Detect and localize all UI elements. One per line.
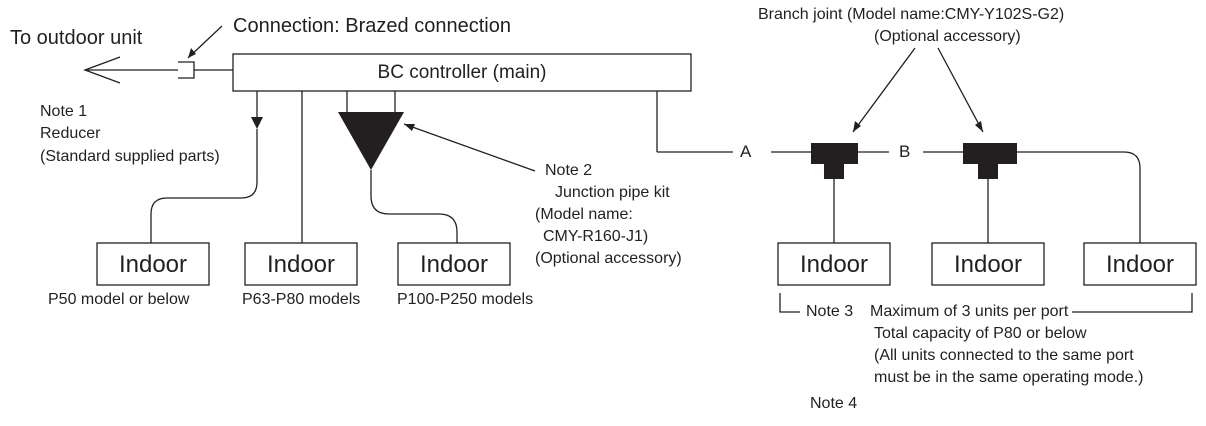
branch-joint-1-icon xyxy=(811,143,858,179)
indoor-unit-1-box xyxy=(96,242,210,286)
note3-line3: (All units connected to the same port xyxy=(874,347,1134,364)
junction-kit-label: Junction pipe kit xyxy=(555,184,670,201)
indoor-unit-3-model: P100-P250 models xyxy=(397,291,534,308)
brazed-connection-fitting xyxy=(178,61,233,79)
pipe-b-label: B xyxy=(899,142,911,161)
indoor-unit-5-box xyxy=(931,242,1045,286)
indoor-unit-2-box xyxy=(244,242,358,286)
note3-bracket xyxy=(779,293,1193,313)
port-1-pipe xyxy=(150,91,263,243)
to-outdoor-unit-label: To outdoor unit xyxy=(10,27,143,49)
port-3-4-pipe xyxy=(338,91,458,243)
junction-pipe-kit-icon xyxy=(338,112,404,170)
bc-controller-label: BC controller (main) xyxy=(377,62,547,83)
note2-label: Note 2 xyxy=(545,162,593,179)
indoor-unit-6-label: Indoor xyxy=(1105,251,1175,278)
junction-optional-label: (Optional accessory) xyxy=(535,250,682,267)
junction-model: CMY-R160-J1) xyxy=(543,228,649,245)
indoor-unit-4-box xyxy=(777,242,891,286)
branch-joint-leaders xyxy=(852,47,984,133)
indoor-unit-5-label: Indoor xyxy=(953,251,1023,278)
branch-joint-2-icon xyxy=(963,143,1017,179)
reducer-parts-label: (Standard supplied parts) xyxy=(40,148,220,165)
branch-joint-label: Branch joint (Model name:CMY-Y102S-G2) xyxy=(758,6,1065,23)
indoor-unit-2-label: Indoor xyxy=(266,251,336,278)
indoor-unit-2-model: P63-P80 models xyxy=(242,291,361,308)
reducer-icon xyxy=(251,117,263,129)
reducer-label: Reducer xyxy=(40,125,101,142)
note1-label: Note 1 xyxy=(40,103,88,120)
pipe-a-label: A xyxy=(740,142,752,161)
connection-label: Connection: Brazed connection xyxy=(233,15,511,37)
indoor-unit-3-label: Indoor xyxy=(419,251,489,278)
note2-leader xyxy=(403,123,536,172)
indoor-unit-4-label: Indoor xyxy=(799,251,869,278)
indoor-unit-6-box xyxy=(1083,242,1197,286)
note3-line2: Total capacity of P80 or below xyxy=(874,325,1087,342)
note3-label: Note 3 xyxy=(806,303,854,320)
bc-controller-box xyxy=(232,53,692,92)
indoor-unit-1-label: Indoor xyxy=(118,251,188,278)
indoor-unit-3-box xyxy=(397,242,511,286)
junction-model-label: (Model name: xyxy=(535,206,633,223)
branch-pipe xyxy=(656,91,1141,243)
note4-label: Note 4 xyxy=(810,395,858,412)
branch-optional-label: (Optional accessory) xyxy=(874,28,1021,45)
outdoor-arrow xyxy=(83,56,178,84)
note3-line1: Maximum of 3 units per port xyxy=(870,303,1069,320)
indoor-unit-1-model: P50 model or below xyxy=(48,291,190,308)
note3-line4: must be in the same operating mode.) xyxy=(874,369,1144,386)
connection-leader xyxy=(187,25,223,59)
